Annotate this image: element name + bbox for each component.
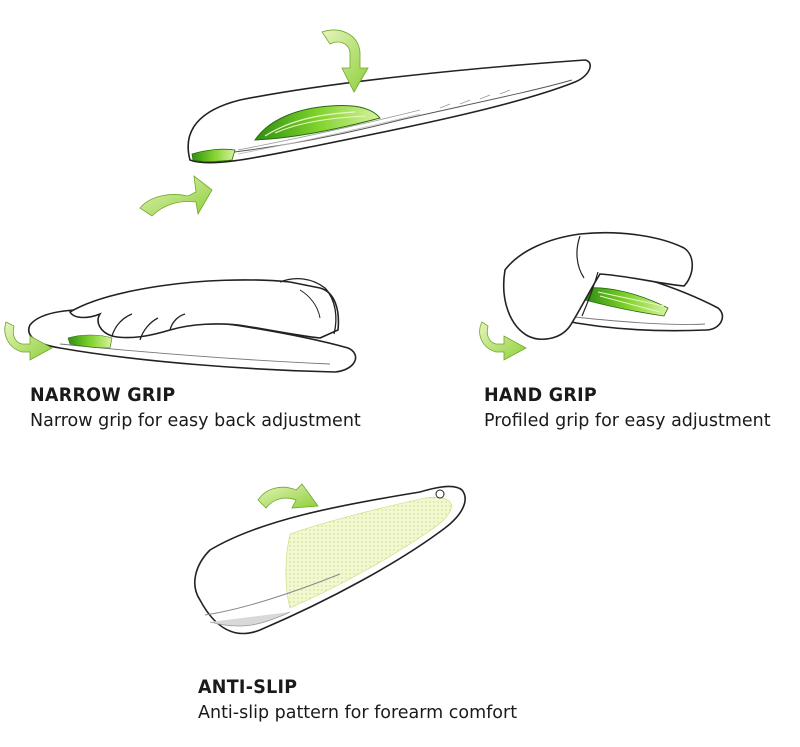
top-shoehorn-grip	[254, 105, 381, 141]
narrow-grip-green	[67, 334, 113, 349]
narrow-grip-hand	[68, 279, 340, 339]
anti-slip-illustration	[194, 485, 466, 635]
anti-slip-description: Anti-slip pattern for forearm comfort	[198, 703, 518, 723]
top-shoehorn-tip-grip	[191, 148, 236, 162]
narrow-grip-caption: NARROW GRIP Narrow grip for easy back ad…	[30, 384, 361, 433]
anti-slip-caption: ANTI-SLIP Anti-slip pattern for forearm …	[198, 676, 517, 725]
narrow-grip-heading: NARROW GRIP	[30, 384, 176, 406]
anti-slip-heading: ANTI-SLIP	[198, 676, 298, 698]
anti-slip-pattern	[285, 496, 453, 609]
top-right-arrow-icon	[321, 29, 369, 93]
hand-grip-heading: HAND GRIP	[484, 384, 598, 406]
narrow-grip-description: Narrow grip for easy back adjustment	[30, 411, 361, 431]
hand-grip-arrow-icon	[479, 321, 527, 361]
narrow-grip-arrow-icon	[4, 321, 53, 361]
anti-slip-arrow-icon	[257, 483, 319, 509]
narrow-grip-illustration	[28, 277, 357, 373]
top-shoehorn-view	[187, 59, 591, 164]
top-shoehorn-body	[187, 59, 591, 164]
anti-slip-hole	[435, 489, 445, 499]
hand-grip-hand	[503, 231, 694, 340]
hand-grip-description: Profiled grip for easy adjustment	[484, 411, 771, 431]
top-left-arrow-icon	[139, 175, 213, 217]
hand-grip-caption: HAND GRIP Profiled grip for easy adjustm…	[484, 384, 771, 433]
top-shoehorn-inner-edge	[199, 79, 573, 157]
hand-grip-illustration	[503, 231, 724, 340]
